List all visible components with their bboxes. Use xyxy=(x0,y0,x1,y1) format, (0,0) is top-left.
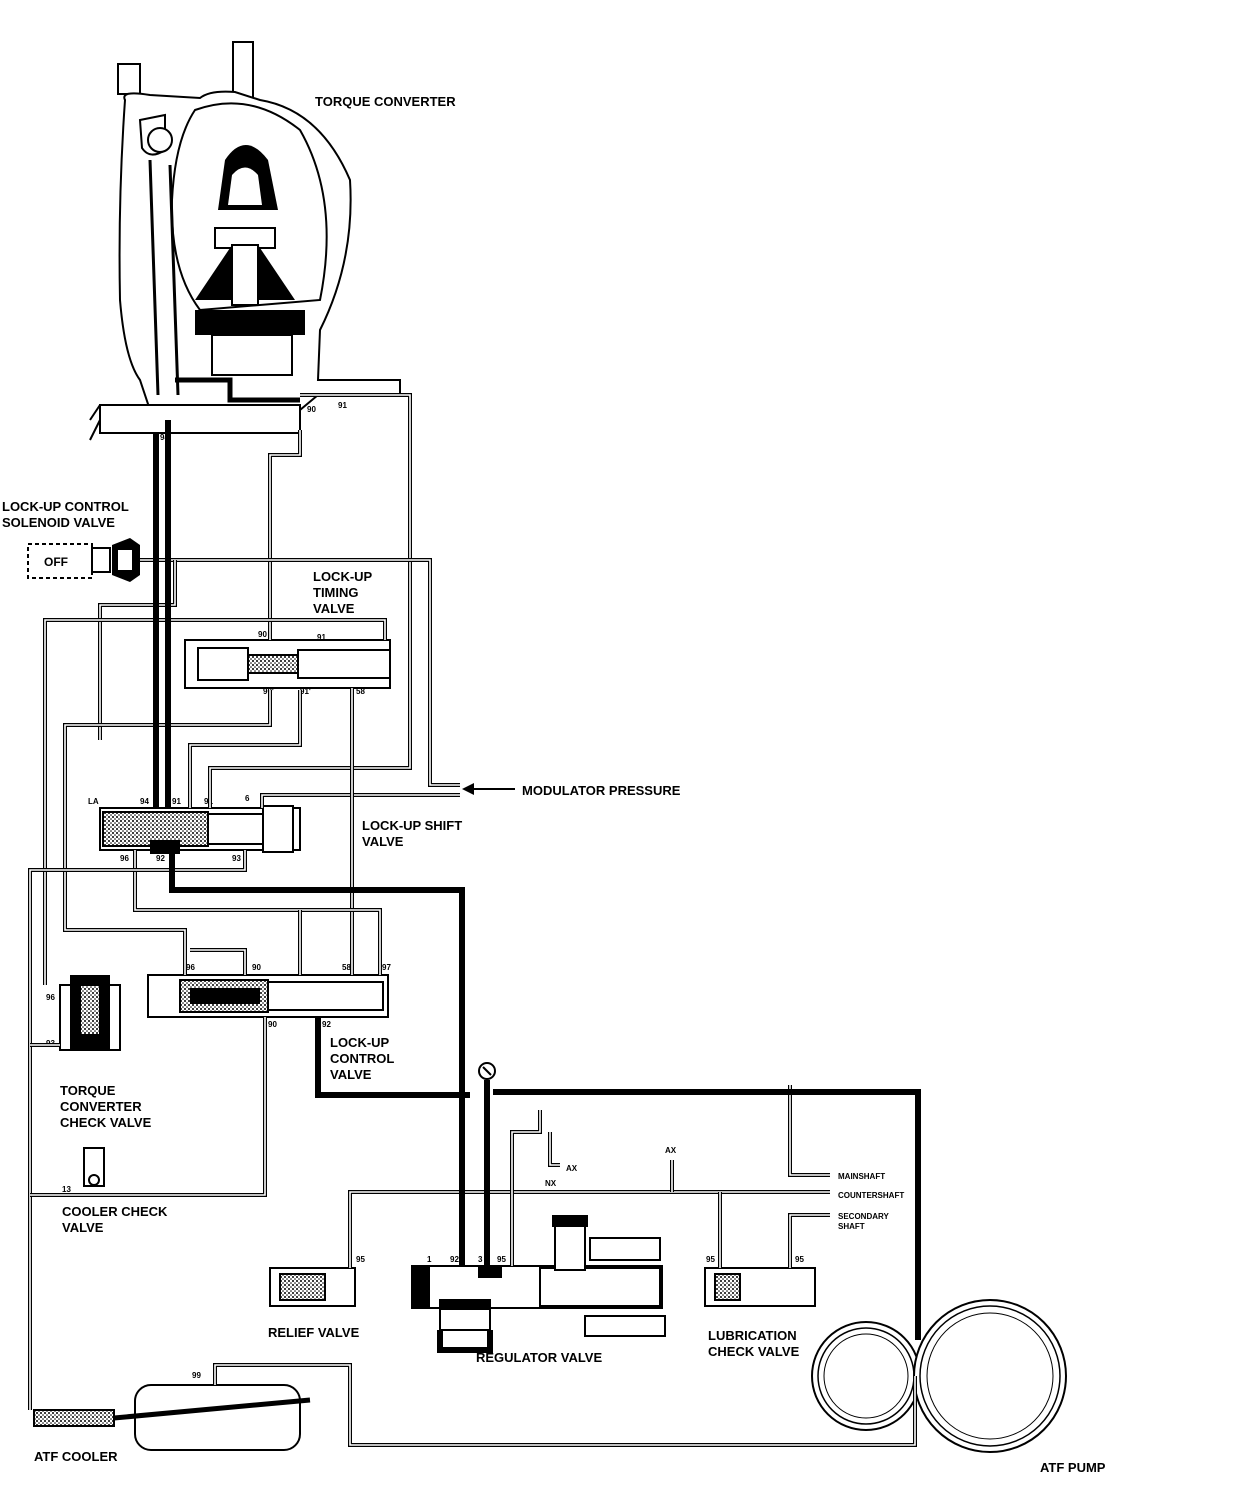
port-6-shift: 6 xyxy=(245,794,250,803)
cooler-check-valve xyxy=(83,1147,105,1187)
port-nx: NX xyxy=(545,1179,557,1188)
port-95-relief: 95 xyxy=(356,1255,365,1264)
port-ax: AX xyxy=(665,1146,677,1155)
port-92-ctrl: 92 xyxy=(322,1020,331,1029)
tc-check-valve xyxy=(59,975,121,1051)
modulator-arrow xyxy=(462,783,515,795)
port-92-shift: 92 xyxy=(156,854,165,863)
lubrication-label-1: LUBRICATION xyxy=(708,1328,797,1343)
torque-converter-label: TORQUE CONVERTER xyxy=(315,94,456,109)
lockup-control-valve xyxy=(147,974,389,1018)
port-94-shift: 94 xyxy=(140,797,149,806)
port-91b-timing: 91' xyxy=(300,687,311,696)
lockup-timing-label-1: LOCK-UP xyxy=(313,569,373,584)
port-90-top: 90 xyxy=(307,405,316,414)
port-96-check: 96 xyxy=(46,993,55,1002)
secondary-shaft-label-1: SECONDARY xyxy=(838,1212,889,1221)
lockup-timing-valve xyxy=(184,639,391,689)
lockup-shift-label-1: LOCK-UP SHIFT xyxy=(362,818,462,833)
lockup-timing-label-3: VALVE xyxy=(313,601,355,616)
port-96-ctrl: 96 xyxy=(186,963,195,972)
port-93-shift: 93 xyxy=(232,854,241,863)
countershaft-label: COUNTERSHAFT xyxy=(838,1191,904,1200)
cooler-check-label-1: COOLER CHECK xyxy=(62,1204,168,1219)
port-94-top: 94 xyxy=(160,433,169,442)
port-96-shift: 96 xyxy=(120,854,129,863)
port-58-timing: 58 xyxy=(356,687,365,696)
regulator-valve-label: REGULATOR VALVE xyxy=(476,1350,602,1365)
lockup-shift-label-2: VALVE xyxy=(362,834,404,849)
lockup-solenoid xyxy=(27,538,140,582)
torque-converter xyxy=(89,41,401,441)
modulator-pressure-label: MODULATOR PRESSURE xyxy=(522,783,681,798)
tc-check-label-3: CHECK VALVE xyxy=(60,1115,152,1130)
solenoid-state: OFF xyxy=(44,555,68,569)
relief-valve-label: RELIEF VALVE xyxy=(268,1325,360,1340)
port-91-shift: 91 xyxy=(172,797,181,806)
lockup-control-label-2: CONTROL xyxy=(330,1051,394,1066)
lubrication-check-valve xyxy=(704,1267,816,1307)
port-3-reg: 3 xyxy=(478,1255,483,1264)
lockup-shift-valve xyxy=(99,805,301,854)
port-95-lube: 95 xyxy=(706,1255,715,1264)
lubrication-label-2: CHECK VALVE xyxy=(708,1344,800,1359)
port-la: LA xyxy=(88,797,99,806)
atf-cooler xyxy=(33,1409,115,1427)
atf-pump-label: ATF PUMP xyxy=(1040,1460,1106,1475)
port-91-top: 91 xyxy=(338,401,347,410)
atf-reservoir xyxy=(113,1384,311,1451)
mainshaft-label: MAINSHAFT xyxy=(838,1172,885,1181)
secondary-shaft-label-2: SHAFT xyxy=(838,1222,865,1231)
lockup-control-label-1: LOCK-UP xyxy=(330,1035,390,1050)
lockup-solenoid-label-2: SOLENOID VALVE xyxy=(2,515,115,530)
cooler-check-label-2: VALVE xyxy=(62,1220,104,1235)
port-95-reg: 95 xyxy=(497,1255,506,1264)
port-1-reg: 1 xyxy=(427,1255,432,1264)
port-97-ctrl: 97 xyxy=(382,963,391,972)
lockup-timing-label-2: TIMING xyxy=(313,585,359,600)
port-13: 13 xyxy=(62,1185,71,1194)
port-58-ctrl: 58 xyxy=(342,963,351,972)
port-ax-2: AX xyxy=(566,1164,578,1173)
tc-check-label-2: CONVERTER xyxy=(60,1099,142,1114)
piping xyxy=(28,393,921,1447)
tc-check-label-1: TORQUE xyxy=(60,1083,116,1098)
lockup-solenoid-label-1: LOCK-UP CONTROL xyxy=(2,499,129,514)
port-92-reg: 92 xyxy=(450,1255,459,1264)
lockup-control-label-3: VALVE xyxy=(330,1067,372,1082)
atf-pump xyxy=(811,1299,1067,1453)
port-90-ctrl: 90 xyxy=(252,963,261,972)
atf-cooler-label: ATF COOLER xyxy=(34,1449,118,1464)
port-91-timing: 91 xyxy=(317,633,326,642)
relief-valve xyxy=(269,1267,356,1307)
port-90-timing: 90 xyxy=(258,630,267,639)
port-95b-lube: 95 xyxy=(795,1255,804,1264)
pressure-gauge xyxy=(478,1062,496,1080)
regulator-valve xyxy=(411,1215,666,1337)
port-90b-ctrl: 90 xyxy=(268,1020,277,1029)
port-99: 99 xyxy=(192,1371,201,1380)
